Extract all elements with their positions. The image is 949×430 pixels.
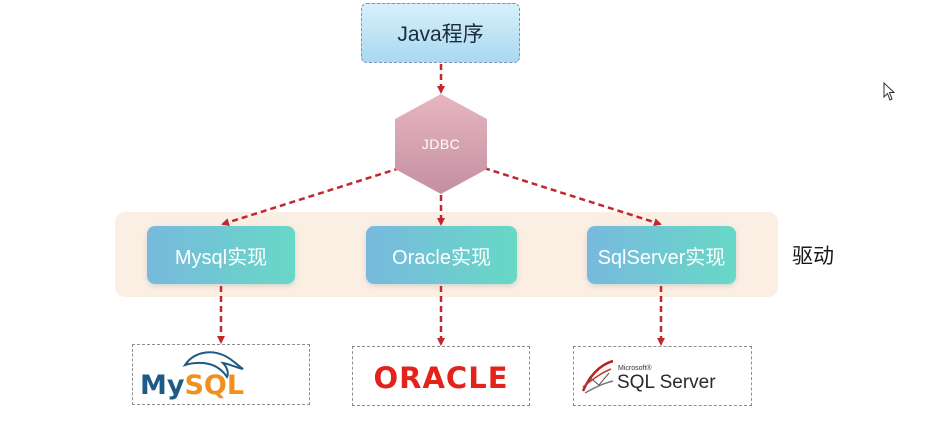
sqlserver-logo: Microsoft® SQL Server — [573, 346, 752, 406]
oracle-impl-label: Oracle实现 — [392, 246, 491, 269]
mysql-logo: MySQL — [132, 344, 310, 405]
arrow-jdbc-to-mysql — [221, 166, 401, 227]
oracle-logo: ORACLE — [352, 346, 530, 406]
mysql-impl-label: Mysql实现 — [174, 246, 268, 269]
jdbc-label: JDBC — [421, 136, 461, 152]
oracle-wordmark: ORACLE — [373, 361, 509, 395]
sqlserver-microsoft-label: Microsoft® — [618, 365, 652, 372]
dolphin-icon — [182, 351, 244, 379]
mysql-wordmark-my: My — [140, 370, 185, 401]
jdbc-hexagon: JDBC — [395, 94, 487, 194]
mouse-cursor-icon — [883, 82, 896, 101]
sqlserver-emblem-icon — [581, 359, 614, 394]
driver-label: 驱动 — [792, 245, 834, 268]
sqlserver-impl-label: SqlServer实现 — [597, 246, 726, 269]
mysql-impl-box: Mysql实现 — [147, 226, 295, 284]
sqlserver-wordmark: SQL Server — [617, 372, 716, 393]
java-program-label: Java程序 — [397, 23, 484, 46]
sqlserver-impl-box: SqlServer实现 — [587, 226, 736, 284]
mysql-wordmark-sql: SQL — [184, 370, 245, 401]
oracle-impl-box: Oracle实现 — [366, 226, 517, 284]
java-program-box: Java程序 — [361, 3, 520, 63]
mysql-wordmark: MySQL — [140, 370, 244, 401]
arrow-jdbc-to-sqlserver — [483, 166, 662, 226]
